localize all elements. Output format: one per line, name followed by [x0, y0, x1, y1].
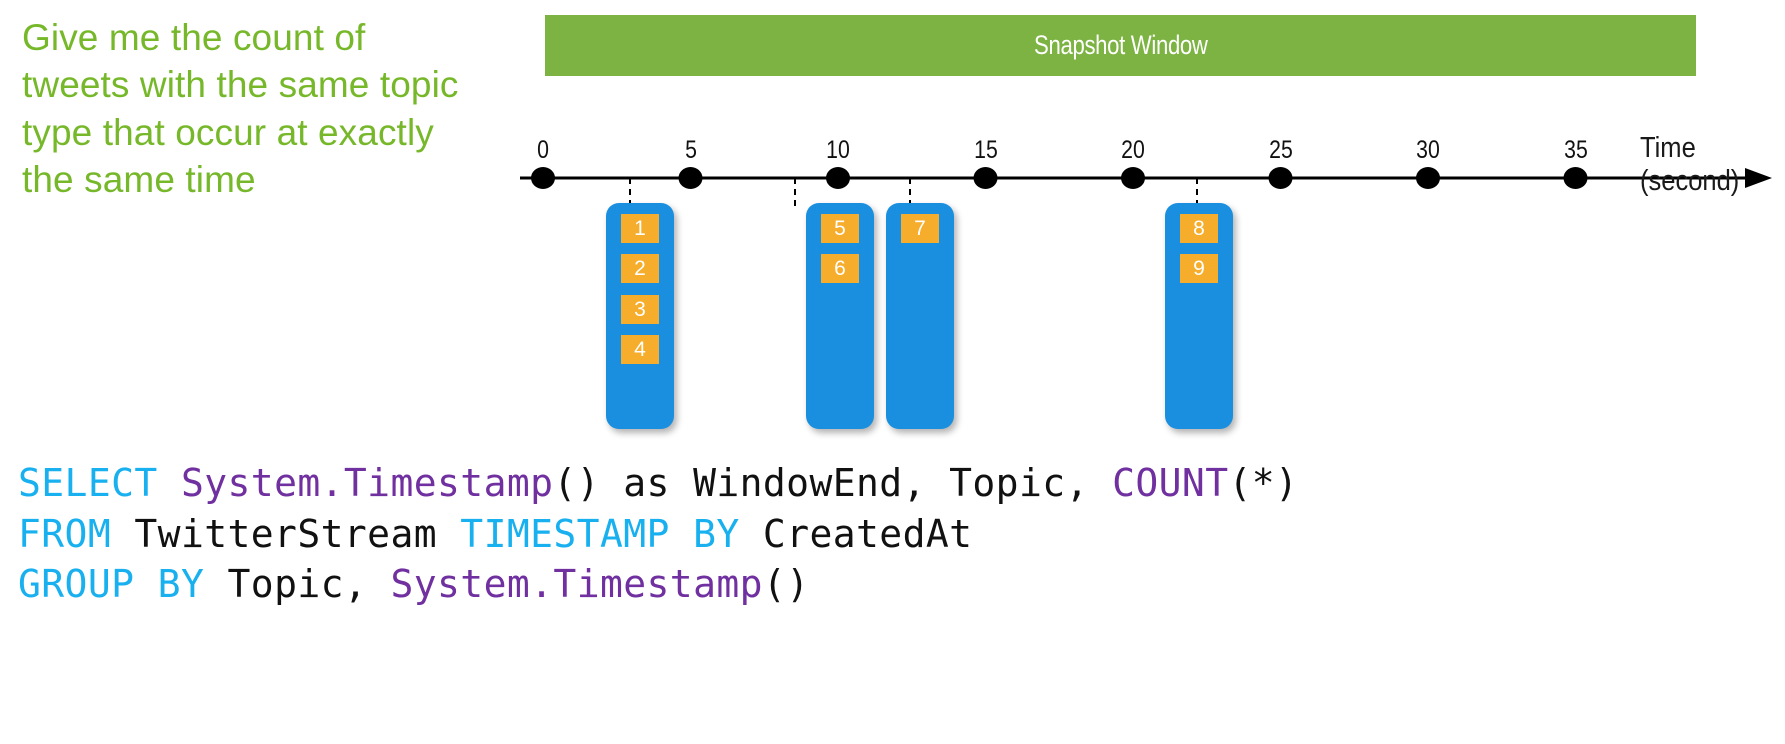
sql-line: FROM TwitterStream TIMESTAMP BY CreatedA…: [18, 509, 1298, 560]
event-item-6: 6: [821, 254, 859, 283]
sql-token: CreatedAt: [762, 511, 973, 556]
axis-tick-dot: [1416, 167, 1440, 189]
sql-token: FROM: [18, 511, 135, 556]
event-item-8: 8: [1180, 214, 1218, 243]
axis-tick-dot: [1563, 167, 1588, 189]
sql-token: (*): [1228, 461, 1299, 505]
axis-title-line2: (second): [1640, 165, 1740, 197]
axis-tick-label-35: 35: [1563, 136, 1588, 164]
sql-token: System.Timestamp: [180, 461, 554, 505]
event-item-7: 7: [901, 214, 939, 243]
event-item-2: 2: [621, 254, 659, 283]
sql-token: SELECT: [18, 461, 181, 505]
axis-tick-label-25: 25: [1268, 136, 1293, 164]
event-item-1: 1: [621, 214, 659, 243]
snapshot-window-label: Snapshot Window: [1033, 30, 1208, 60]
event-item-9: 9: [1180, 254, 1218, 283]
event-item-5: 5: [821, 214, 859, 243]
sql-line: GROUP BY Topic, System.Timestamp(): [18, 559, 1298, 610]
event-group-box: 1 2 3 4: [606, 203, 674, 429]
sql-token: TwitterStream: [134, 511, 461, 556]
sql-token: TIMESTAMP BY: [460, 511, 763, 556]
axis-tick-label-15: 15: [973, 136, 998, 164]
sql-token: COUNT: [1112, 461, 1229, 505]
axis-tick-dot: [678, 167, 703, 189]
axis-tick-dot: [531, 167, 555, 189]
sql-token: GROUP BY: [18, 562, 228, 607]
axis-tick-dot: [973, 167, 998, 189]
tick-dots: [531, 167, 1588, 189]
axis-tick-label-20: 20: [1121, 136, 1145, 164]
snapshot-window-bar: Snapshot Window: [545, 15, 1696, 76]
sql-line: SELECT System.Timestamp() as WindowEnd, …: [18, 458, 1298, 509]
axis-tick-label-0: 0: [537, 136, 549, 164]
axis-tick-dot: [1268, 167, 1293, 189]
event-group-box: 7: [886, 203, 954, 429]
dashed-connectors: [629, 178, 1198, 207]
sql-token: (): [762, 562, 810, 607]
axis-tick-dot: [1121, 167, 1145, 189]
axis-tick-dot: [826, 167, 850, 189]
sql-token: () as WindowEnd, Topic,: [553, 461, 1113, 505]
axis-title: Time (second): [1640, 134, 1739, 196]
sql-query-block: SELECT System.Timestamp() as WindowEnd, …: [18, 458, 1298, 610]
axis-tick-label-10: 10: [826, 136, 850, 164]
sql-token: System.Timestamp: [390, 562, 763, 607]
prompt-text: Give me the count of tweets with the sam…: [22, 17, 459, 201]
axis-tick-label-30: 30: [1416, 136, 1440, 164]
axis-tick-label-5: 5: [684, 136, 697, 164]
axis-arrow-icon: [1745, 168, 1772, 188]
event-item-4: 4: [621, 335, 659, 364]
axis-title-line1: Time: [1640, 132, 1696, 164]
event-item-3: 3: [621, 295, 659, 324]
sql-token: Topic,: [227, 562, 391, 607]
